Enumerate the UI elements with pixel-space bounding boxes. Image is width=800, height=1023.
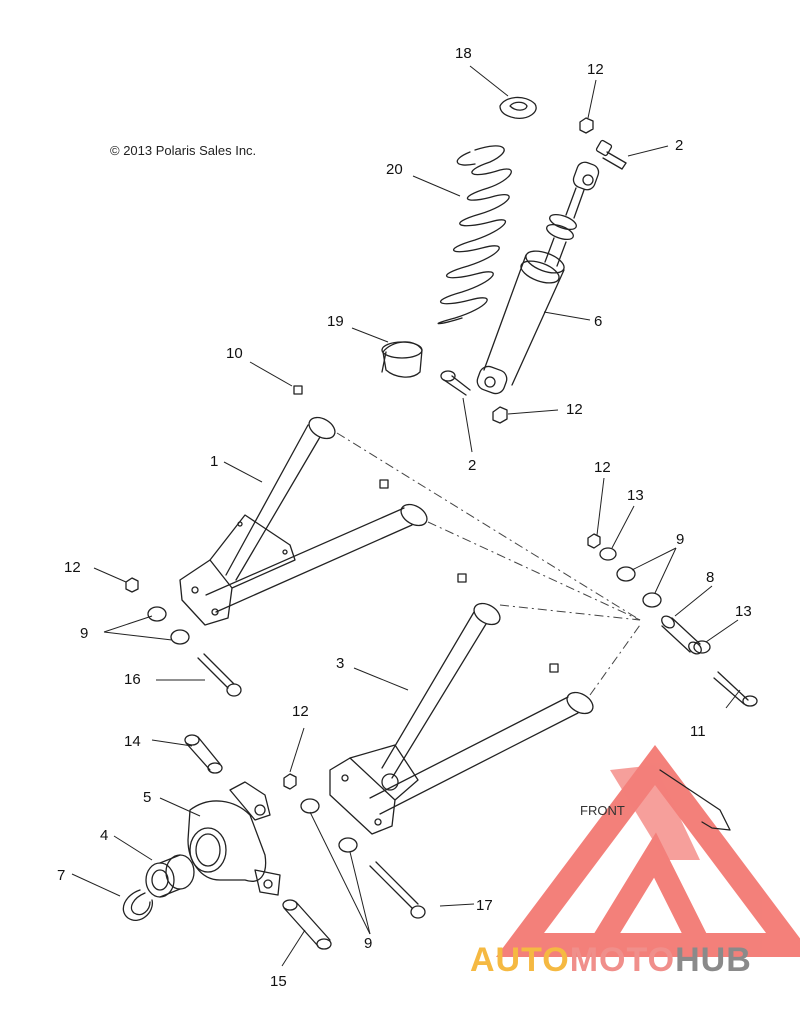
- part-7-snap-ring[interactable]: [122, 889, 153, 921]
- part-12-nut-top[interactable]: [579, 117, 594, 134]
- part-4-bearing[interactable]: [145, 854, 195, 898]
- callout-12: 12: [587, 61, 604, 78]
- svg-text:AUTOMOTOHUB: AUTOMOTOHUB: [470, 941, 752, 979]
- part-20-spring[interactable]: [437, 145, 512, 325]
- callout-12: 12: [64, 559, 81, 576]
- callout-2: 2: [468, 457, 476, 474]
- part-15-sleeve[interactable]: [282, 899, 332, 950]
- part-13-washer[interactable]: [599, 547, 711, 654]
- watermark-text: AUTOMOTOHUB: [470, 941, 752, 979]
- front-label: FRONT: [580, 803, 625, 818]
- part-8-sleeve[interactable]: [659, 614, 703, 657]
- callout-13: 13: [627, 487, 644, 504]
- callout-14: 14: [124, 733, 141, 750]
- watermark-auto: AUTO: [470, 941, 570, 979]
- part-12-nut-right[interactable]: [587, 533, 601, 549]
- watermark-moto: MOTO: [570, 941, 675, 979]
- watermark-hub: HUB: [675, 941, 752, 979]
- part-12-nut-shock[interactable]: [492, 406, 508, 424]
- callout-8: 8: [706, 569, 714, 586]
- part-12-nut-lower[interactable]: [283, 773, 297, 790]
- part-14-sleeve[interactable]: [184, 734, 223, 774]
- callouts: 18 12 2 20 6 19 10 12 2 1 12 13 9 8 13 1…: [57, 45, 752, 990]
- callout-5: 5: [143, 789, 151, 806]
- callout-3: 3: [336, 655, 344, 672]
- callout-12: 12: [594, 459, 611, 476]
- part-3-lower-a-arm[interactable]: [329, 599, 597, 835]
- callout-18: 18: [455, 45, 472, 62]
- leader-lines: [71, 65, 741, 967]
- callout-20: 20: [386, 161, 403, 178]
- callout-7: 7: [57, 867, 65, 884]
- part-10-grease-fitting[interactable]: [293, 385, 559, 673]
- part-5-knuckle[interactable]: [187, 781, 281, 896]
- part-17-bolt[interactable]: [369, 861, 426, 919]
- copyright-text: © 2013 Polaris Sales Inc.: [110, 143, 257, 158]
- part-1-upper-a-arm[interactable]: [179, 413, 431, 626]
- callout-17: 17: [476, 897, 493, 914]
- watermark-logo: [496, 745, 800, 957]
- part-9-bushing[interactable]: [147, 566, 662, 853]
- assembly-lines: [336, 432, 641, 696]
- callout-11: 11: [690, 723, 706, 740]
- callout-12: 12: [566, 401, 583, 418]
- part-6-shock[interactable]: [475, 160, 601, 396]
- callout-9: 9: [364, 935, 372, 952]
- callout-2: 2: [675, 137, 683, 154]
- callout-9: 9: [676, 531, 684, 548]
- callout-4: 4: [100, 827, 108, 844]
- callout-12: 12: [292, 703, 309, 720]
- front-arrow: FRONT: [580, 769, 731, 831]
- callout-1: 1: [210, 453, 218, 470]
- callout-13: 13: [735, 603, 752, 620]
- part-2-bolt-lower[interactable]: [440, 370, 471, 396]
- callout-6: 6: [594, 313, 602, 330]
- part-16-bolt[interactable]: [197, 653, 242, 697]
- part-11-bolt[interactable]: [713, 671, 758, 707]
- part-18-clip[interactable]: [499, 96, 537, 119]
- part-19-retainer[interactable]: [381, 341, 423, 378]
- callout-19: 19: [327, 313, 344, 330]
- callout-16: 16: [124, 671, 141, 688]
- part-2-bolt-upper[interactable]: [595, 139, 627, 170]
- callout-9: 9: [80, 625, 88, 642]
- callout-15: 15: [270, 973, 287, 990]
- part-12-nut-left[interactable]: [125, 577, 139, 593]
- callout-10: 10: [226, 345, 243, 362]
